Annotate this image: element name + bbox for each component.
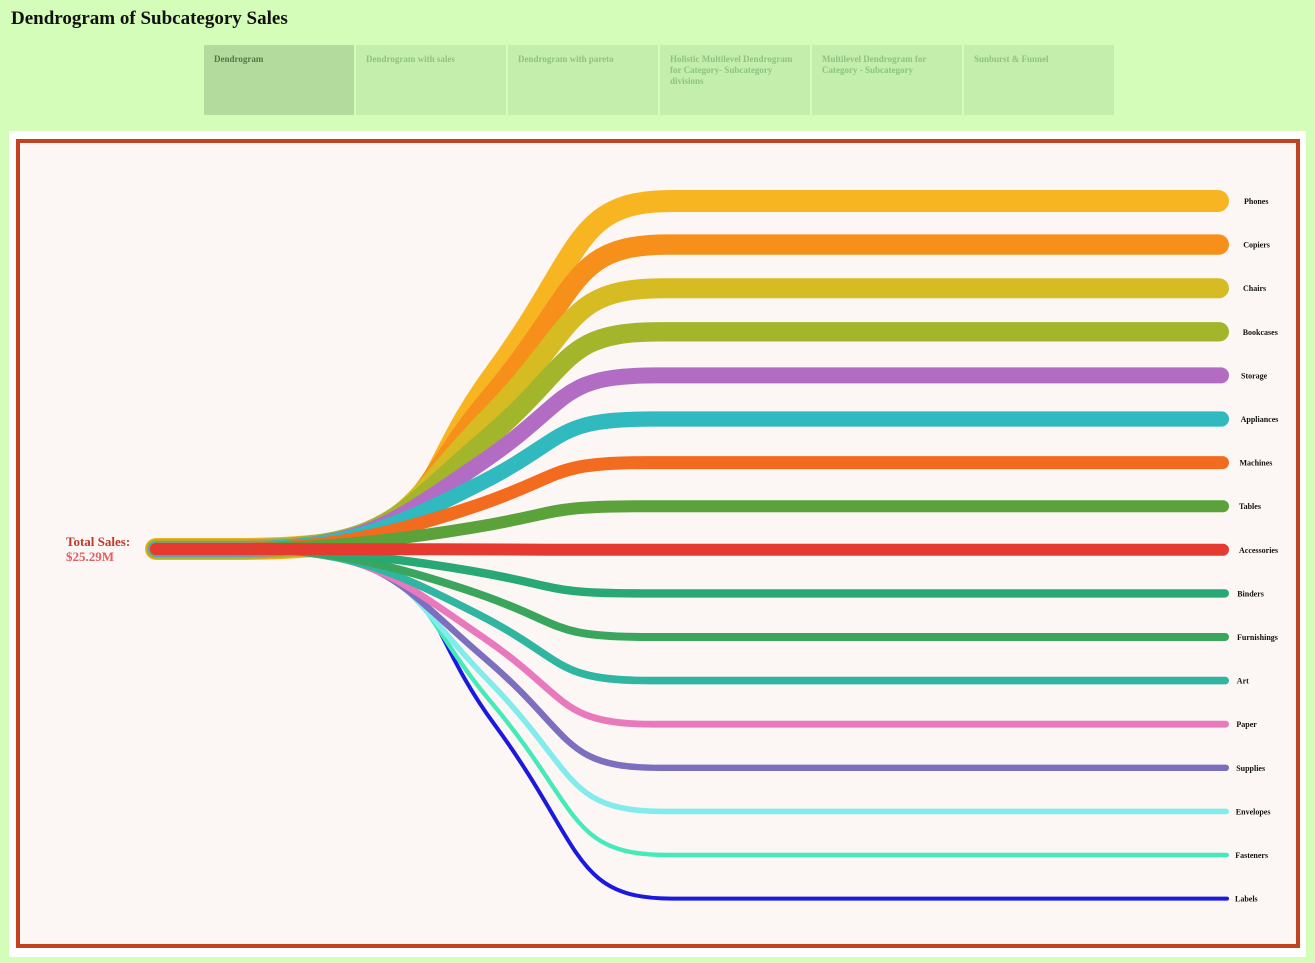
leaf-label-labels: Labels [1235,895,1258,904]
leaf-label-envelopes: Envelopes [1236,807,1271,816]
leaf-label-phones: Phones [1244,197,1268,206]
tab-dendrogram[interactable]: Dendrogram [204,45,354,115]
tab-dendrogram-with-sales[interactable]: Dendrogram with sales [356,45,506,115]
tab-dendrogram-with-pareto[interactable]: Dendrogram with pareto [508,45,658,115]
leaf-label-chairs: Chairs [1243,284,1266,293]
leaf-label-art: Art [1237,677,1249,686]
leaf-label-fasteners: Fasteners [1235,851,1268,860]
leaf-label-bookcases: Bookcases [1243,328,1278,337]
leaf-label-machines: Machines [1240,459,1273,468]
leaf-label-appliances: Appliances [1241,415,1279,424]
tab-holistic-multilevel-dendrogram[interactable]: Holistic Multilevel Dendrogram for Categ… [660,45,810,115]
branch-supplies [152,545,1229,771]
leaf-label-storage: Storage [1241,371,1268,380]
total-sales-label: Total Sales: $25.29M [66,534,130,564]
page-title: Dendrogram of Subcategory Sales [11,8,288,29]
branch-appliances [148,411,1229,557]
branch-art [152,545,1229,685]
branch-tables [150,500,1229,555]
branch-bookcases [146,322,1229,559]
branch-accessories [150,543,1229,556]
leaf-label-furnishings: Furnishings [1237,633,1278,642]
leaf-label-paper: Paper [1236,720,1257,729]
leaf-label-tables: Tables [1239,502,1261,511]
tab-multilevel-dendrogram[interactable]: Multilevel Dendrogram for Category - Sub… [812,45,962,115]
tab-sunburst-funnel[interactable]: Sunburst & Funnel [964,45,1114,115]
total-sales-value: $25.29M [66,549,115,564]
leaf-label-copiers: Copiers [1243,241,1270,250]
leaf-label-accessories: Accessories [1239,546,1278,555]
leaf-label-binders: Binders [1237,589,1264,598]
leaf-label-supplies: Supplies [1236,764,1265,773]
tab-bar: Dendrogram Dendrogram with sales Dendrog… [204,45,1116,115]
total-sales-caption: Total Sales: [66,534,131,549]
